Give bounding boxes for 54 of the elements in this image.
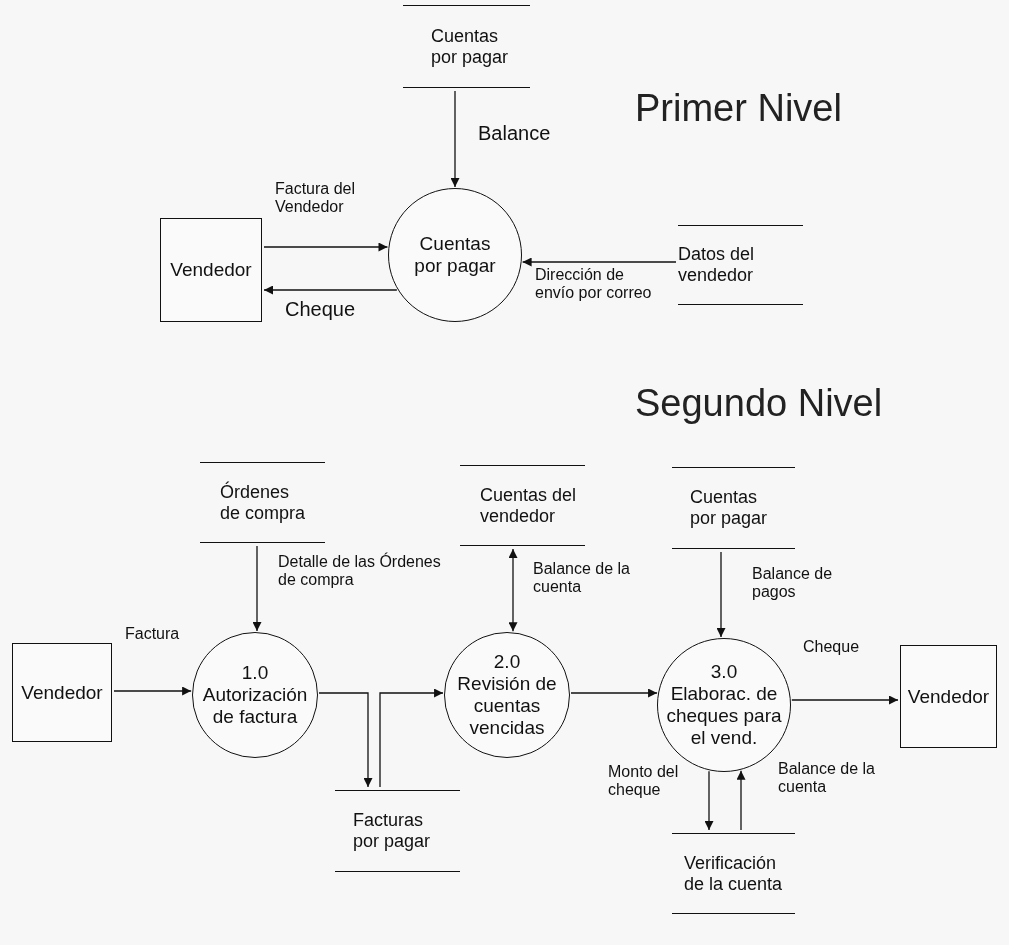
node-text: Cuentas del vendedor [480, 484, 578, 527]
flow-arrow [379, 688, 444, 788]
edge-label: Factura [125, 625, 181, 644]
flow-arrow [508, 548, 518, 632]
data-store [403, 5, 530, 88]
flow-arrow [716, 551, 726, 638]
node-text: Cuentas por pagar [413, 233, 497, 277]
node-text: Datos del vendedor [678, 244, 756, 286]
entity-box [900, 645, 997, 748]
edge-label: Balance [478, 122, 552, 145]
data-store [200, 462, 325, 543]
flow-arrow [522, 257, 677, 267]
data-store [672, 467, 795, 549]
data-store [335, 790, 460, 872]
node-text: Órdenes de compra [220, 481, 307, 524]
flow-arrow [450, 90, 460, 188]
node-text: Autorización de factura [201, 684, 309, 728]
data-store [678, 225, 803, 305]
node-text: 2.0 [493, 651, 521, 674]
node-text: Revisión de cuentas vencidas [457, 673, 557, 739]
flow-arrow [318, 692, 373, 788]
entity-box [160, 218, 262, 322]
edge-label: Cheque [285, 298, 357, 321]
edge-label: Monto del cheque [608, 763, 680, 800]
data-store [672, 833, 795, 914]
flow-arrow [252, 545, 262, 632]
flow-arrow [570, 688, 658, 698]
level-heading: Segundo Nivel [635, 381, 883, 426]
edge-label: Cheque [803, 638, 861, 657]
flow-arrow [263, 285, 398, 295]
node-text: Verificación de la cuenta [684, 852, 784, 895]
node-text: 1.0 [241, 662, 269, 685]
node-text: Cuentas por pagar [690, 487, 769, 529]
flow-arrow [704, 770, 714, 831]
level-heading: Primer Nivel [635, 86, 842, 131]
node-text: Cuentas por pagar [431, 25, 510, 68]
edge-label: Detalle de las Órdenes de compra [278, 553, 442, 590]
node-text: Vendedor [170, 259, 252, 281]
entity-box [12, 643, 112, 742]
flow-arrow [263, 242, 389, 252]
node-text: 3.0 [710, 661, 738, 684]
data-store [460, 465, 585, 546]
flow-arrow [791, 695, 899, 705]
node-text: Elaborac. de cheques para el vend. [665, 683, 783, 749]
flow-arrow [736, 770, 746, 831]
edge-label: Balance de la cuenta [533, 560, 631, 597]
edge-label: Balance de pagos [752, 565, 834, 602]
edge-label: Dirección de envío por correo [535, 266, 653, 303]
node-text: Facturas por pagar [353, 810, 432, 852]
flow-arrow [113, 686, 192, 696]
node-text: Vendedor [907, 685, 990, 708]
edge-label: Balance de la cuenta [778, 760, 876, 797]
edge-label: Factura del Vendedor [275, 180, 357, 217]
node-text: Vendedor [21, 681, 103, 704]
